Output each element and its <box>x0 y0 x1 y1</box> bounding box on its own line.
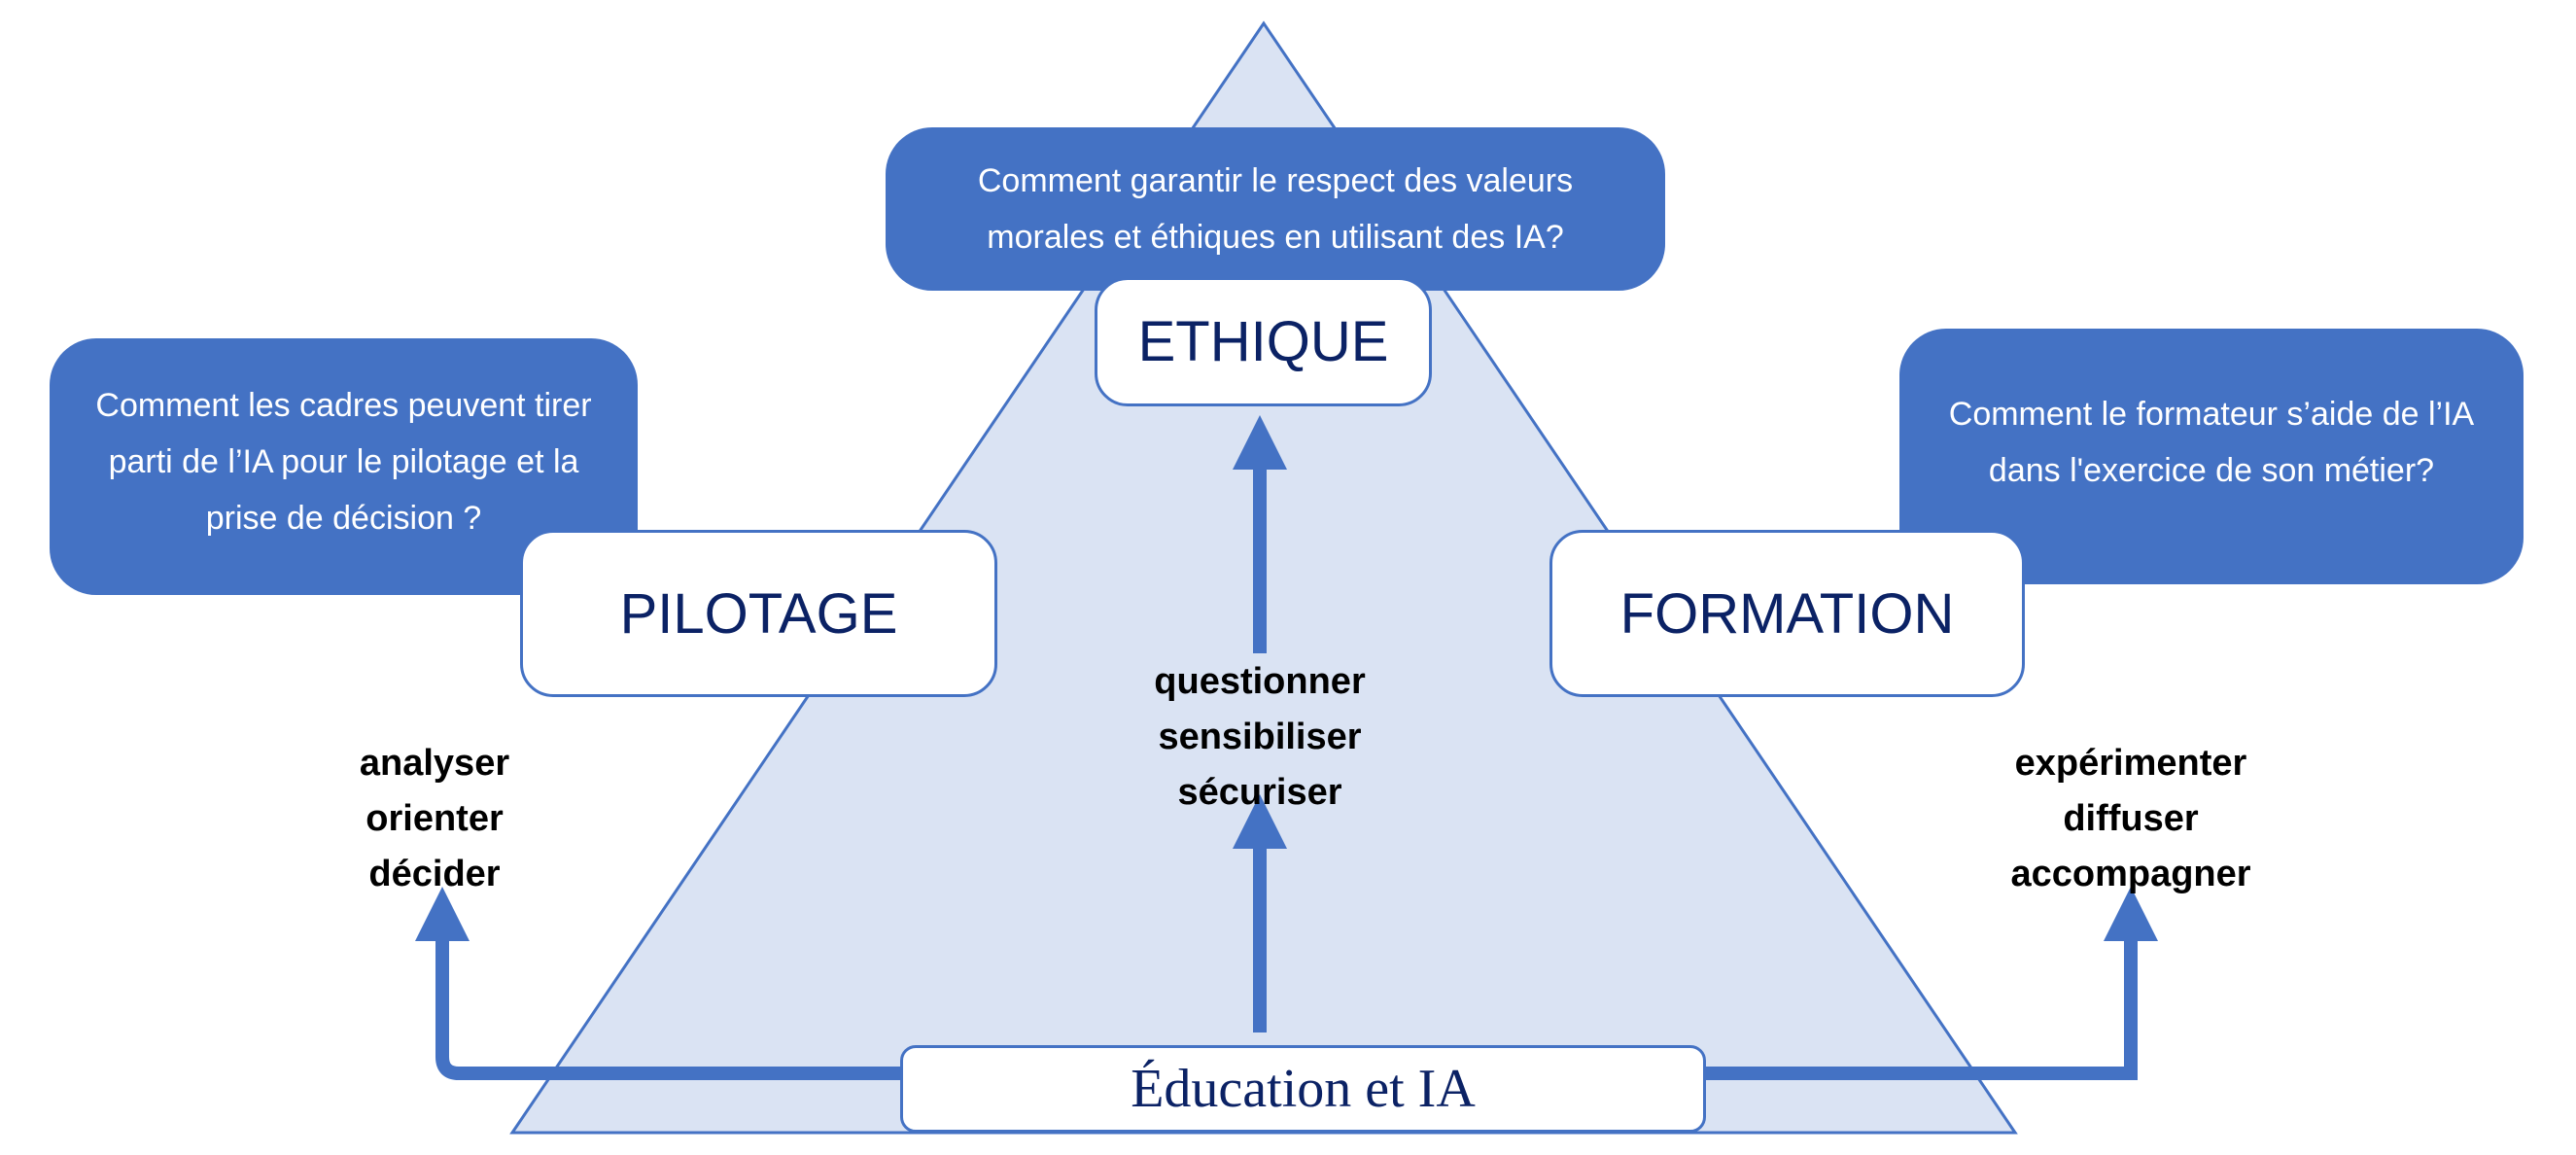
verb: orienter <box>366 798 504 839</box>
label-ethique: ETHIQUE <box>1095 277 1432 406</box>
verb: sécuriser <box>1177 772 1342 813</box>
verb: expérimenter <box>2014 743 2247 784</box>
label-pilotage: PILOTAGE <box>520 530 997 697</box>
verb: questionner <box>1154 661 1366 702</box>
verb: sensibiliser <box>1158 717 1362 757</box>
verb: analyser <box>359 743 510 784</box>
verbs-pilotage: analyser orienter décider <box>360 736 509 902</box>
label-formation: FORMATION <box>1549 530 2025 697</box>
verb: diffuser <box>2063 798 2199 839</box>
arrow-pilotage <box>415 887 900 1080</box>
verbs-ethique: questionner sensibiliser sécuriser <box>1154 654 1365 821</box>
verb: décider <box>368 854 501 894</box>
question-ethique: Comment garantir le respect des valeurs … <box>886 127 1665 291</box>
arrow-formation <box>1706 887 2158 1080</box>
verbs-formation: expérimenter diffuser accompagner <box>2010 736 2250 902</box>
verb: accompagner <box>2010 854 2251 894</box>
label-base: Éducation et IA <box>900 1045 1706 1133</box>
